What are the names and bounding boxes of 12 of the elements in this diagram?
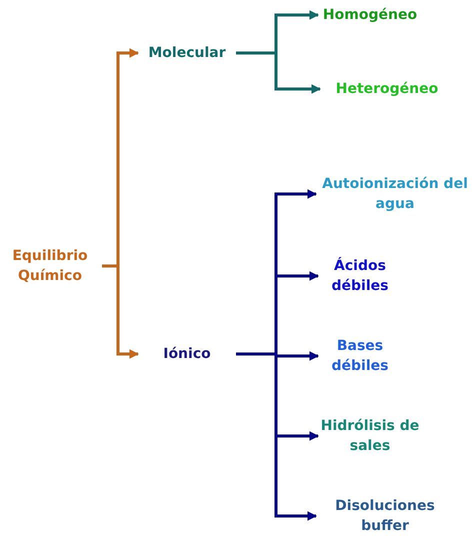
node-label: Disoluciones buffer [318, 494, 452, 538]
arrow [102, 264, 139, 359]
node-label: Heterogéneo [322, 78, 452, 100]
node-label: Autoionización del agua [318, 172, 472, 216]
node-label: Hidrólisis de sales [320, 414, 420, 458]
arrow [236, 52, 321, 94]
node-label: Bases débiles [320, 334, 400, 378]
node-label: Molecular [140, 42, 234, 64]
node-label: Iónico [140, 343, 234, 365]
node-label: Ácidos débiles [320, 254, 400, 298]
node-label: Equilibrio Químico [0, 244, 100, 288]
node-label: Homogéneo [320, 4, 420, 26]
